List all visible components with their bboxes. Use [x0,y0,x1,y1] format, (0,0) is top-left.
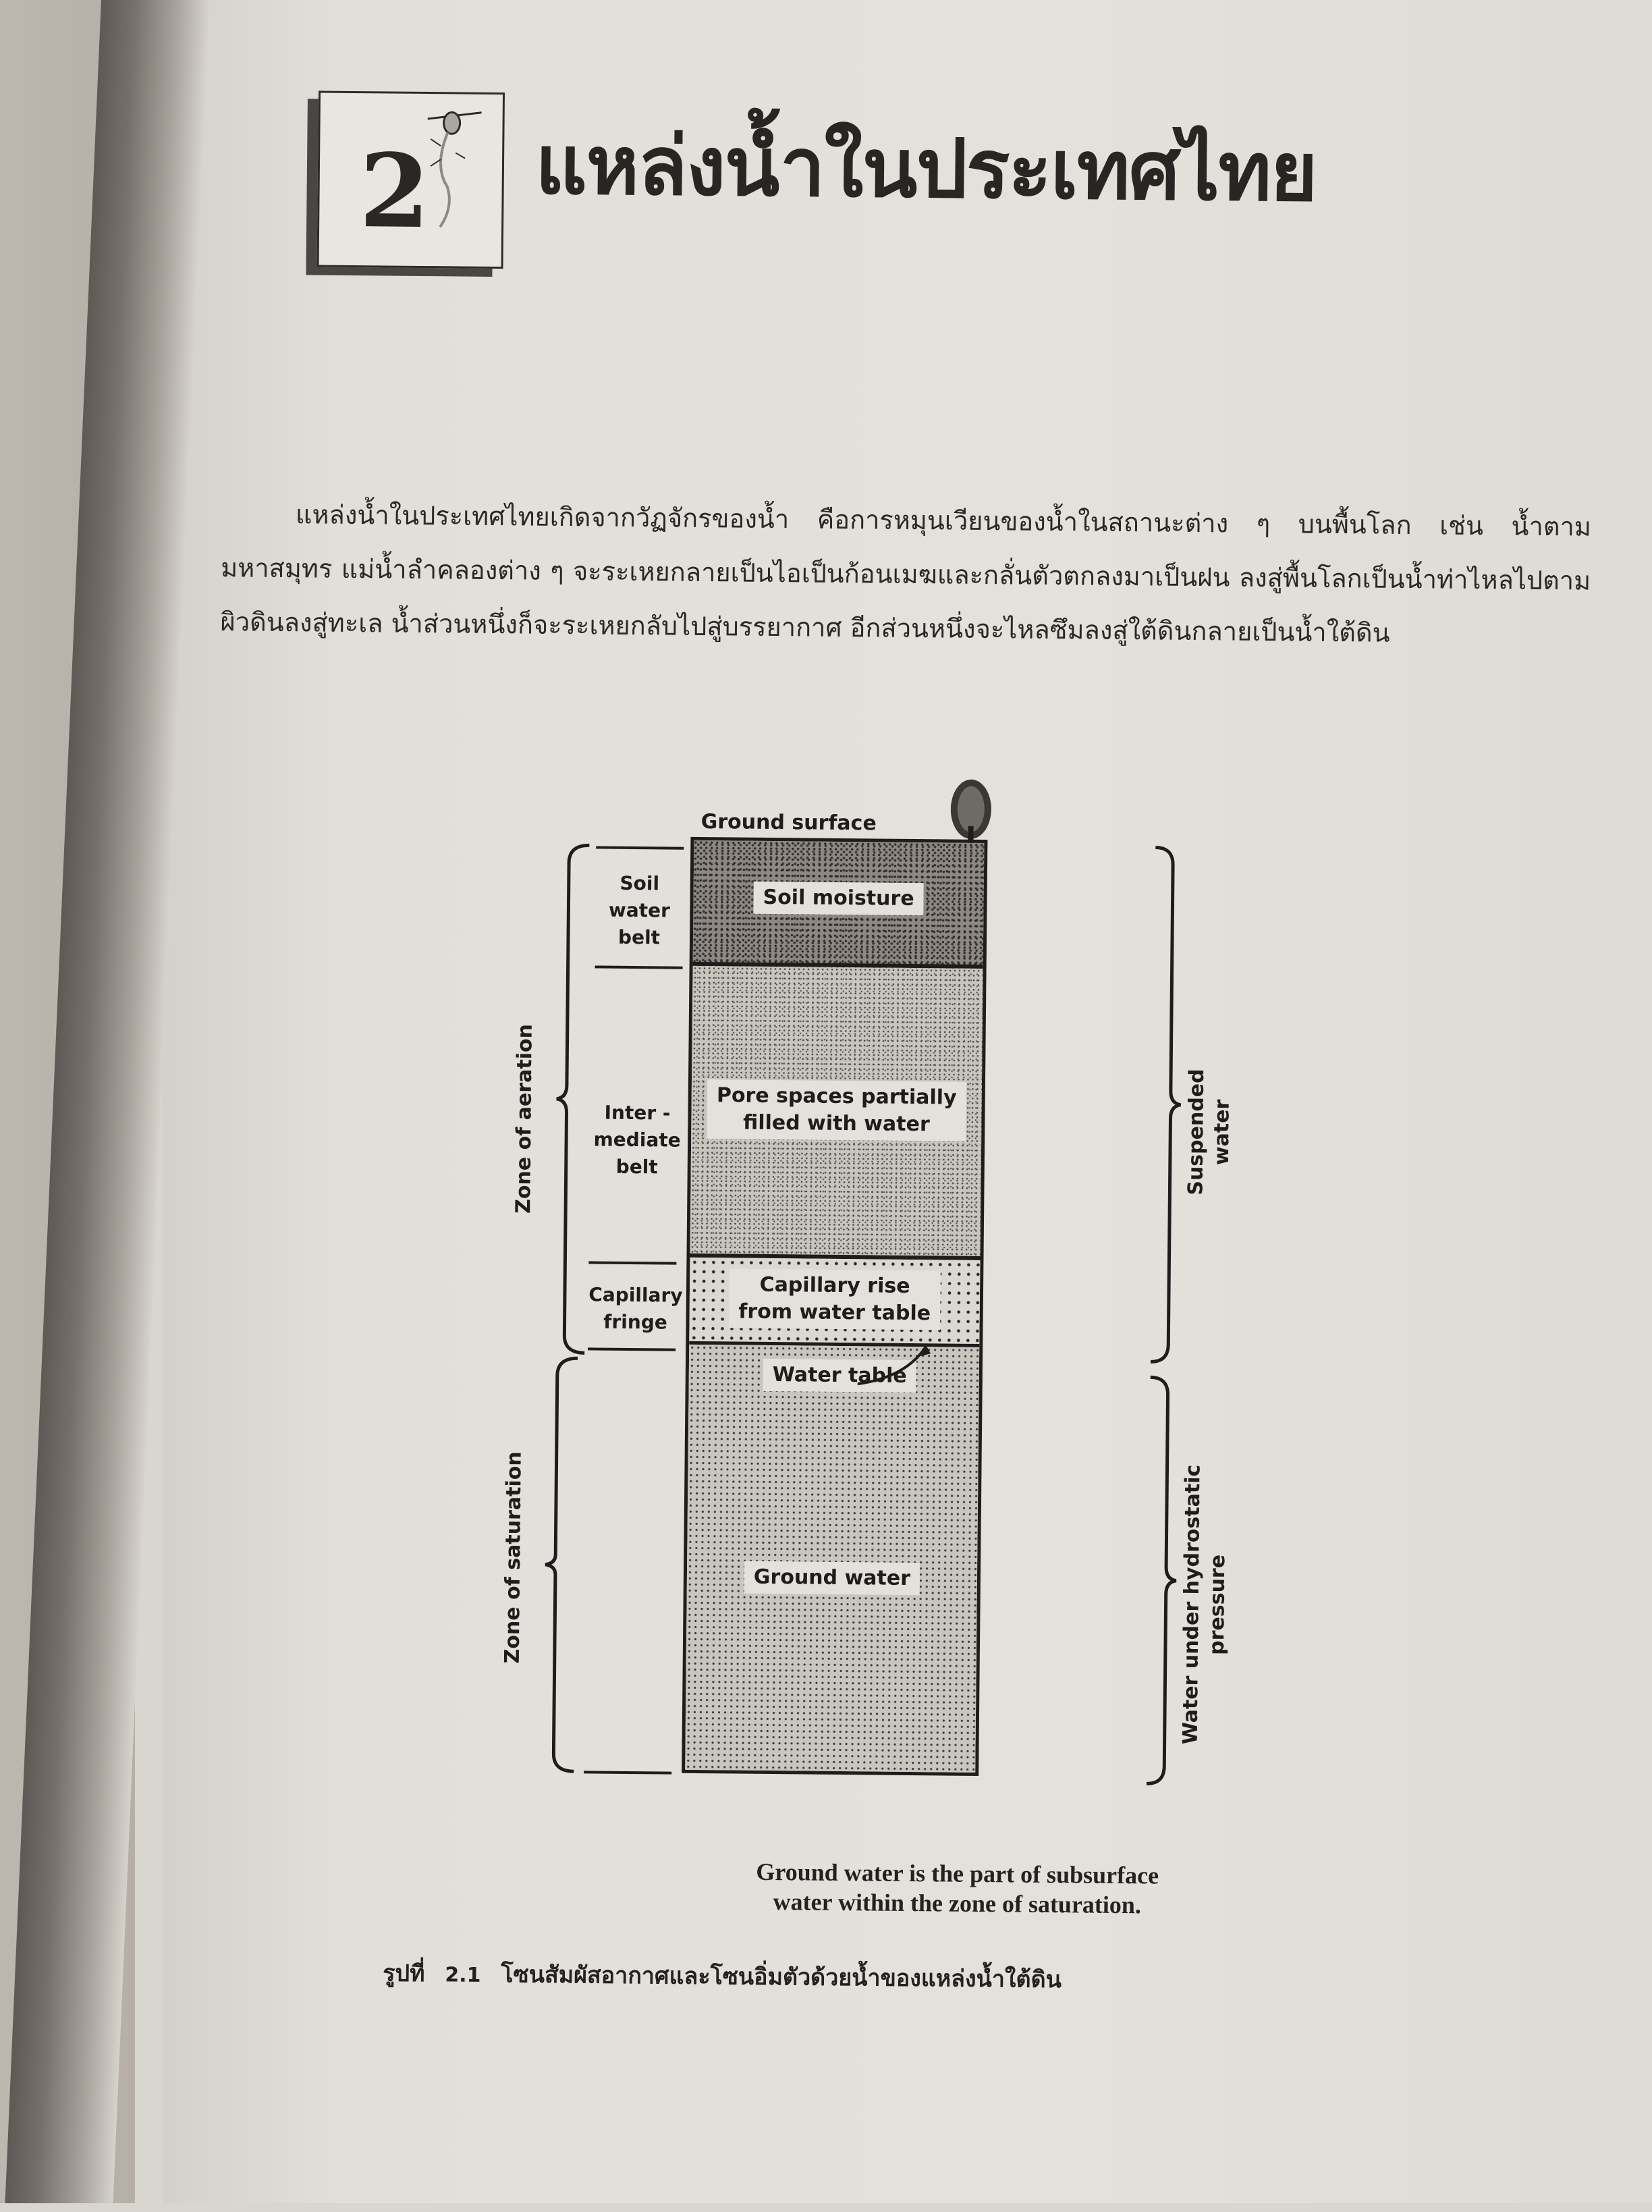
belt-divider [588,1261,677,1265]
pore-spaces-label: Pore spaces partially filled with water [707,1079,966,1141]
zone-of-saturation-label: Zone of saturation [500,1451,526,1664]
pushpin-icon [427,111,482,228]
soil-water-belt-label: Soil water belt [608,871,671,949]
ground-water-label: Ground water [744,1561,920,1596]
intermediate-belt-label: Inter - mediate belt [593,1101,681,1179]
soil-moisture-layer: Soil moisture [692,840,985,969]
water-table-arrow-icon [857,1344,931,1386]
belt-divider [584,1771,672,1775]
ground-water-layer: Water table Ground water [685,1344,980,1773]
hydrostatic-brace-icon [1146,1375,1177,1785]
chapter-badge: 2 [304,90,509,275]
figure-number: 2.1 [445,1963,481,1987]
capillary-fringe-label: Capillary fringe [588,1283,683,1334]
hydrostatic-water-label: Water under hydrostatic pressure [1178,1464,1230,1745]
figure-caption-thai: รูปที่ 2.1 โซนสัมผัสอากาศและโซนอิ่มตัวด้… [383,1955,1062,1998]
belt-divider [588,1347,676,1351]
aeration-brace-icon [556,843,590,1355]
soil-column: Soil moisture Pore spaces partially fill… [682,836,988,1776]
suspended-brace-icon [1150,845,1182,1364]
chapter-number: 2 [358,132,431,252]
intermediate-layer: Pore spaces partially filled with water [690,965,983,1260]
chapter-title: แหล่งน้ำในประเทศไทย [534,118,1317,220]
figure-label: รูปที่ [383,1960,425,1988]
belt-divider [595,965,683,969]
body-paragraph: แหล่งน้ำในประเทศไทยเกิดจากวัฏจักรของน้ำ … [220,500,1592,648]
capillary-rise-label: Capillary rise from water table [729,1268,941,1330]
figure-caption-text: โซนสัมผัสอากาศและโซนอิ่มตัวด้วยน้ำของแหล… [501,1961,1062,1994]
zone-of-aeration-label: Zone of aeration [512,1023,537,1214]
saturation-brace-icon [545,1356,578,1773]
belt-divider [596,846,684,850]
suspended-water-label: Suspended water [1184,1069,1234,1195]
capillary-layer: Capillary rise from water table [689,1257,981,1347]
ground-surface-label: Ground surface [700,809,877,836]
soil-moisture-label: Soil moisture [753,881,924,916]
groundwater-zone-diagram: Ground surface Soil moisture Pore spaces… [501,779,1234,1848]
book-page: 2 แหล่งน้ำในประเทศไทย แหล่งน้ำในประเทศไท… [162,0,1652,2203]
figure-caption-english: Ground water is the part of subsurface w… [756,1858,1159,1919]
